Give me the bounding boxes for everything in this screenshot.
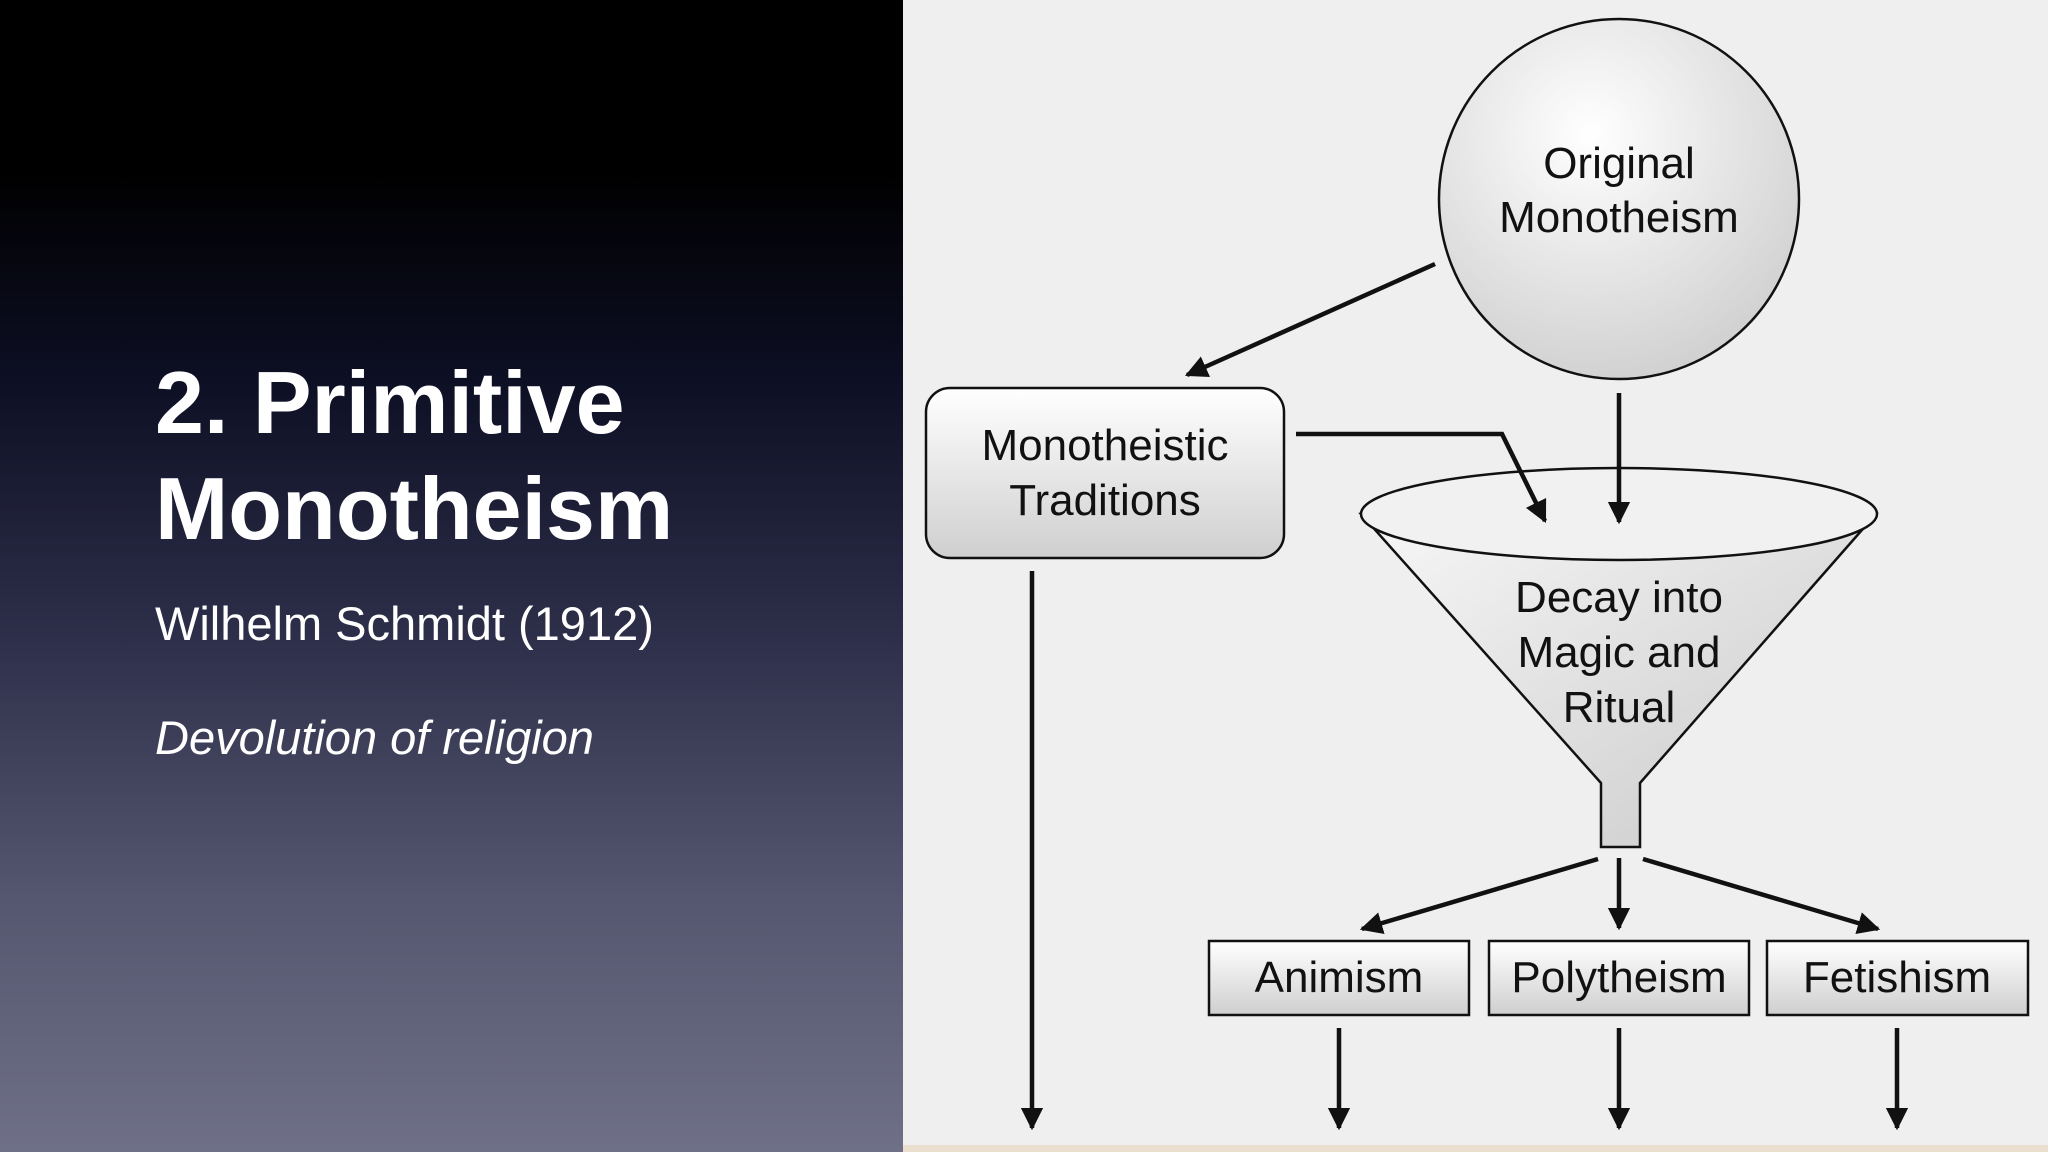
animism-box	[1207, 939, 1471, 1017]
bottom-strip	[903, 1145, 2048, 1152]
slide-tagline: Devolution of religion	[155, 711, 594, 764]
slide-subtitle: Wilhelm Schmidt (1912)	[155, 597, 654, 650]
decay-label-2: Magic and	[1517, 628, 1720, 677]
original-monotheism-circle	[1437, 17, 1801, 381]
arrow-traditions-to-funnel	[1296, 431, 1548, 524]
animism-label: Animism	[1255, 953, 1424, 1002]
arrow-original-to-traditions	[1184, 261, 1436, 378]
decay-label-1: Decay into	[1515, 573, 1723, 622]
node-original-monotheism: Original Monotheism	[1437, 17, 1801, 381]
funnel-body	[1358, 512, 1879, 849]
node-decay-funnel: Decay into Magic and Ritual	[1358, 466, 1879, 849]
arrow-funnel-to-animism	[1359, 856, 1599, 935]
decay-label-3: Ritual	[1563, 683, 1676, 732]
fetishism-box	[1765, 939, 2030, 1017]
devolution-diagram: Original Monotheism Monotheistic Traditi…	[924, 17, 2030, 1131]
monotheistic-traditions-label-1: Monotheistic	[981, 421, 1228, 470]
node-animism: Animism	[1207, 939, 1471, 1017]
polytheism-box	[1487, 939, 1751, 1017]
monotheistic-traditions-label-2: Traditions	[1009, 476, 1201, 525]
polytheism-label: Polytheism	[1511, 953, 1726, 1002]
node-monotheistic-traditions: Monotheistic Traditions	[924, 386, 1286, 560]
fetishism-label: Fetishism	[1803, 953, 1991, 1002]
slide-title-line-2: Monotheism	[155, 459, 674, 558]
node-polytheism: Polytheism	[1487, 939, 1751, 1017]
original-monotheism-label-2: Monotheism	[1499, 193, 1739, 242]
slide-title: 2. Primitive Monotheism	[155, 350, 855, 562]
arrow-funnel-to-fetishism	[1642, 856, 1881, 935]
slide-title-line-1: 2. Primitive	[155, 353, 625, 452]
monotheistic-traditions-box	[924, 386, 1286, 560]
title-panel	[0, 0, 903, 1152]
node-fetishism: Fetishism	[1765, 939, 2030, 1017]
original-monotheism-label-1: Original	[1543, 139, 1695, 188]
